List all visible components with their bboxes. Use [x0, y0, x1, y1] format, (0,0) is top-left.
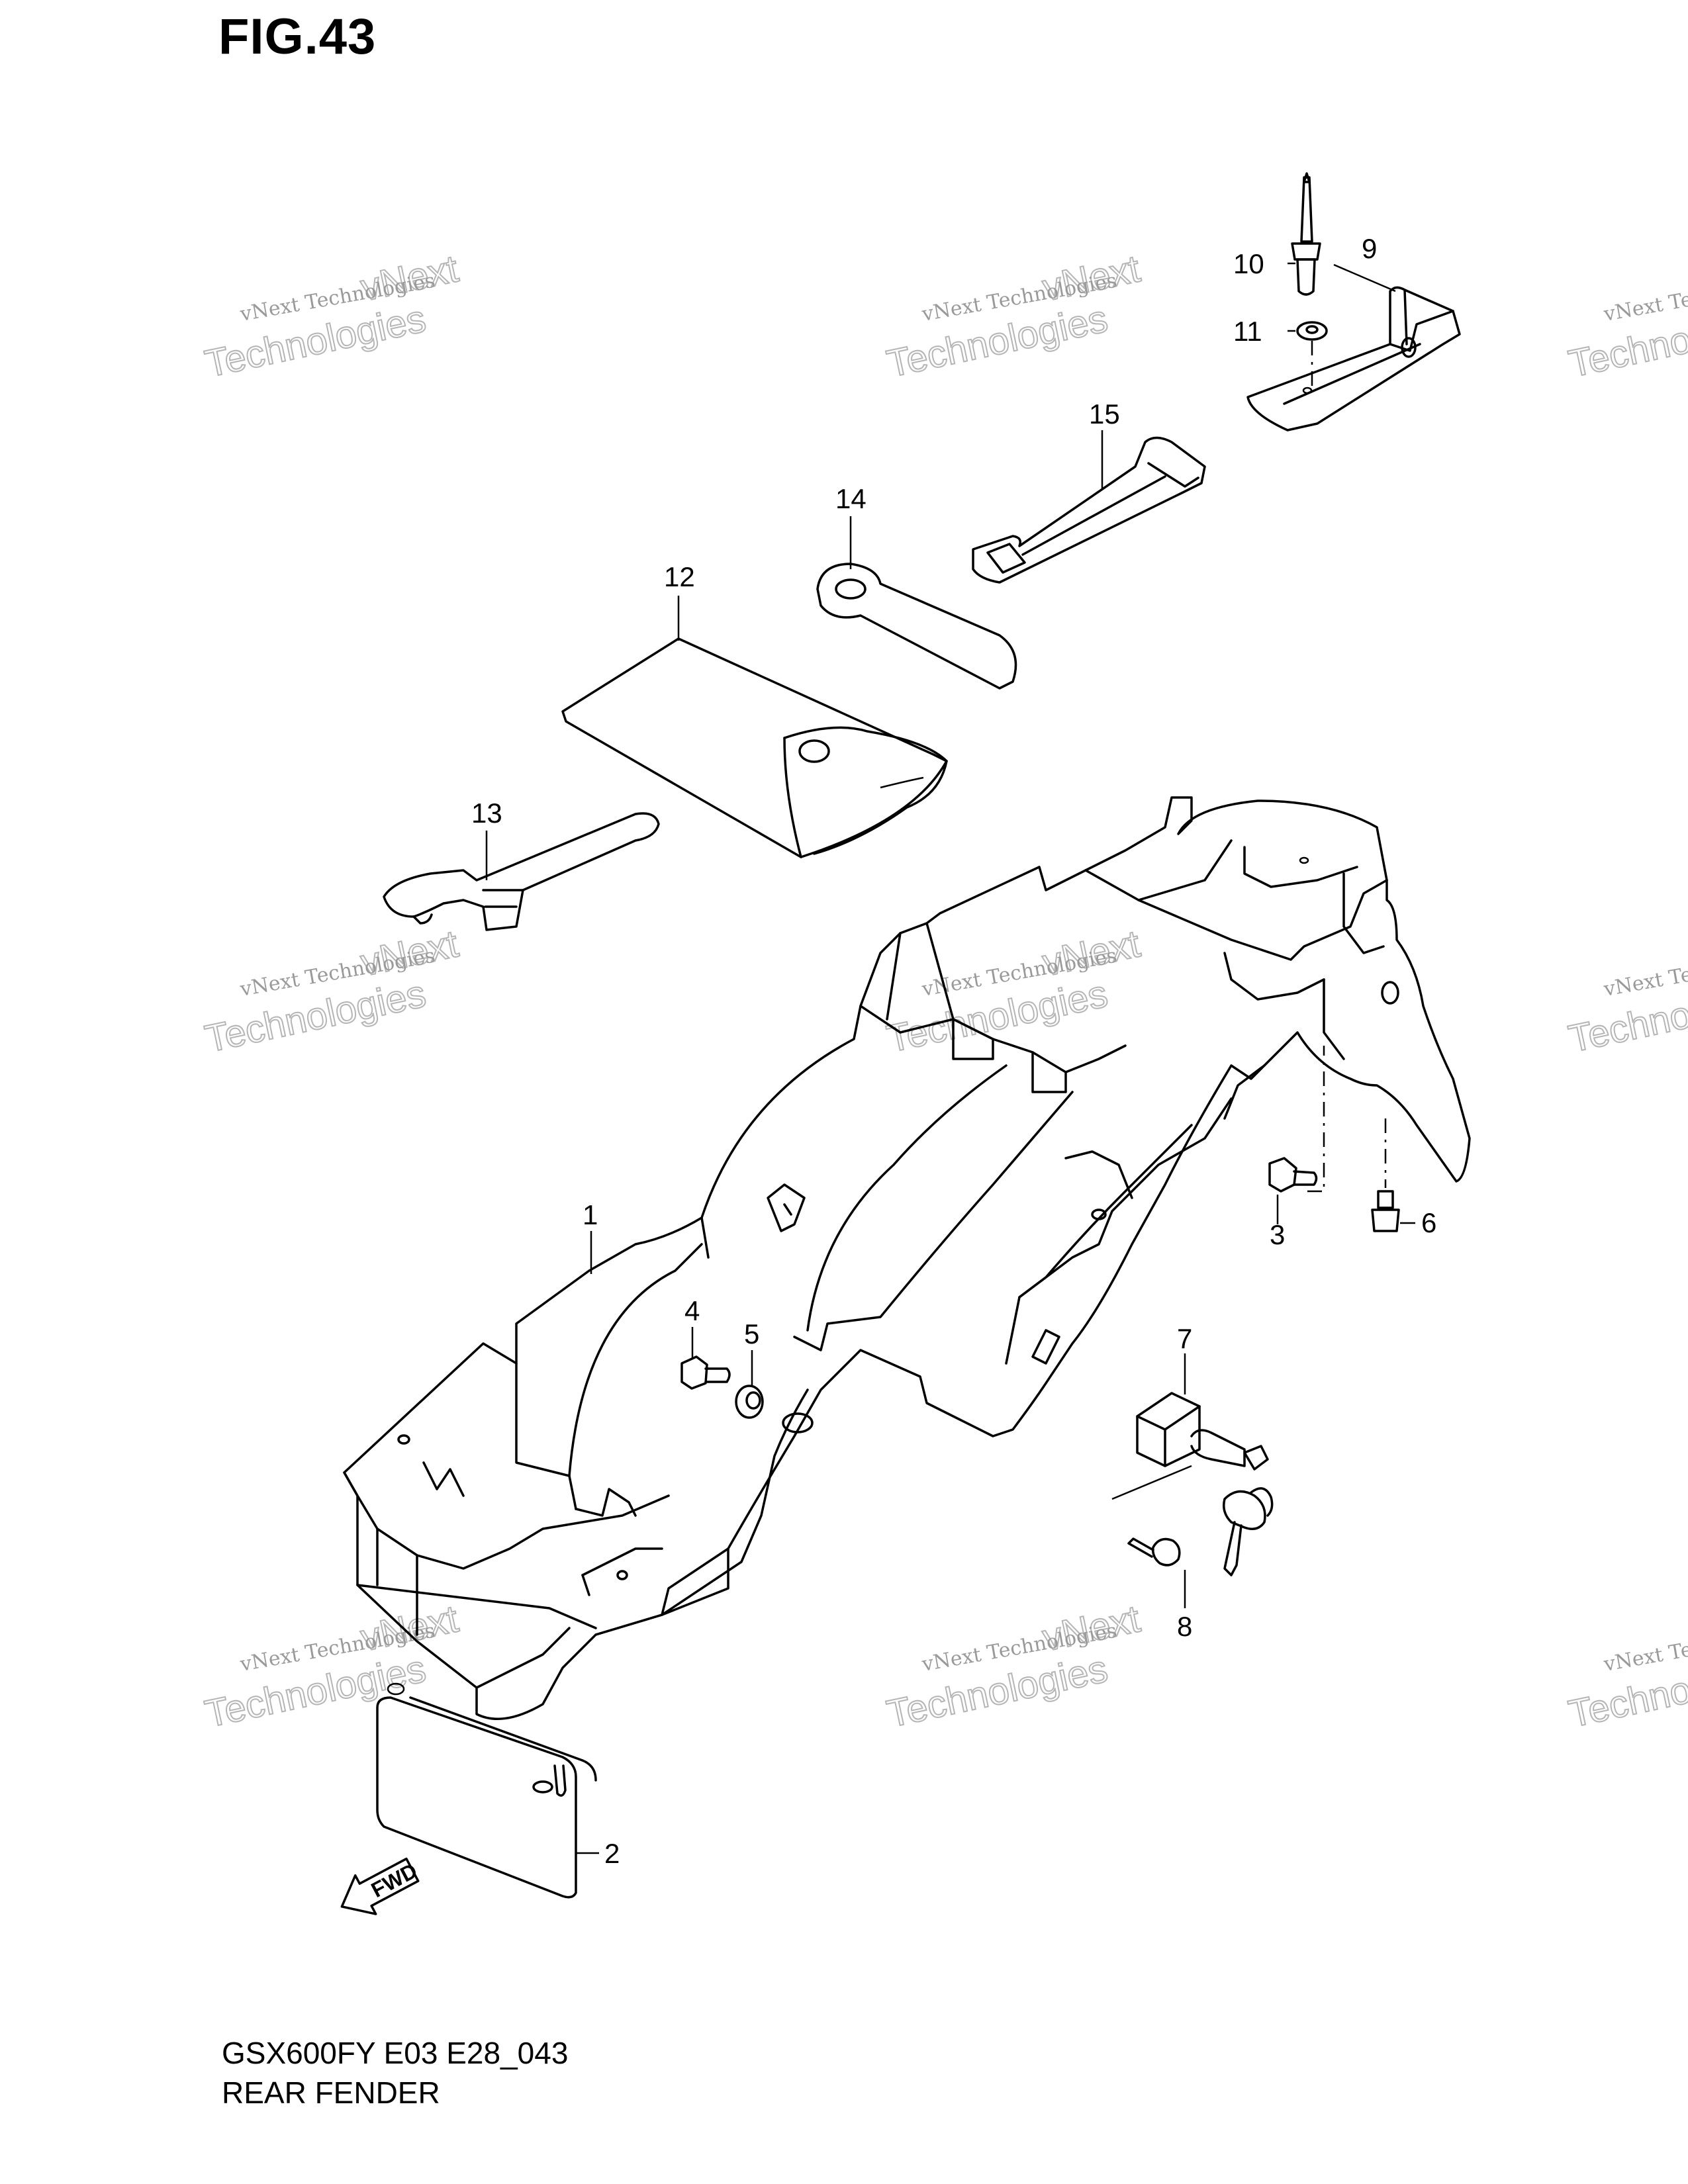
watermark: vNext Technologies vNext Technologies	[1564, 269, 1688, 387]
callout-numbers: 9 10 11 15 14 12 13 1 4 5 3 6 7 8 2	[471, 233, 1436, 1869]
watermark: vNext Technologies vNext Technologies	[882, 246, 1145, 386]
part-10-rivet	[1291, 172, 1321, 296]
callout-5: 5	[744, 1318, 759, 1349]
callout-3: 3	[1270, 1219, 1285, 1250]
watermark: vNext Technologies vNext Technologies	[201, 1596, 463, 1736]
part-15-strap	[972, 436, 1206, 584]
part-14-spanner	[816, 563, 1017, 690]
watermark: vNext Technologies vNext Technologies	[1564, 1619, 1688, 1737]
part-11-washer	[1296, 321, 1328, 387]
fwd-arrow-icon: FWD	[340, 1857, 421, 1915]
part-8-screw	[1111, 1465, 1192, 1567]
callout-15: 15	[1089, 398, 1120, 430]
watermark: vNext Technologies vNext Technologies	[201, 246, 463, 386]
callout-2: 2	[604, 1838, 620, 1869]
callout-9: 9	[1362, 233, 1377, 264]
watermark: vNext Technologies vNext Technologies	[1564, 944, 1688, 1062]
watermark: vNext Technologies vNext Technologies	[882, 921, 1145, 1061]
callout-1: 1	[583, 1199, 598, 1230]
leader-lines	[485, 262, 1415, 1854]
figure-title: FIG.43	[218, 9, 377, 65]
part-2-mud-flap	[376, 1682, 597, 1899]
part-13-wrench	[383, 812, 660, 931]
part-1-rear-fender	[343, 796, 1471, 1721]
svg-text:vNext Technologies: vNext Technologies	[1601, 269, 1688, 326]
part-4-bolt	[680, 1355, 731, 1390]
callout-7: 7	[1177, 1323, 1192, 1354]
callout-13: 13	[471, 797, 502, 829]
callout-12: 12	[664, 561, 695, 592]
part-5-grommet	[735, 1385, 764, 1419]
part-9-bracket	[1246, 286, 1461, 432]
diagram-title: REAR FENDER	[222, 2075, 440, 2110]
watermark: vNext Technologies vNext Technologies	[201, 921, 463, 1061]
callout-6: 6	[1421, 1207, 1436, 1238]
callout-14: 14	[835, 483, 867, 514]
svg-text:vNext Technologies: vNext Technologies	[1601, 944, 1688, 1001]
callout-11: 11	[1233, 316, 1262, 347]
part-6-bolt	[1371, 1118, 1400, 1232]
part-12-tool-bag	[561, 637, 948, 858]
svg-text:vNext Technologies: vNext Technologies	[1601, 1619, 1688, 1676]
callout-8: 8	[1177, 1611, 1192, 1642]
watermark: vNext Technologies vNext Technologies	[882, 1596, 1145, 1736]
part-7-lock-set	[1136, 1392, 1274, 1576]
callout-10: 10	[1233, 248, 1264, 279]
diagram-code: GSX600FY E03 E28_043	[222, 2036, 569, 2070]
callout-4: 4	[684, 1295, 700, 1326]
part-3-bolt	[1268, 1046, 1325, 1193]
